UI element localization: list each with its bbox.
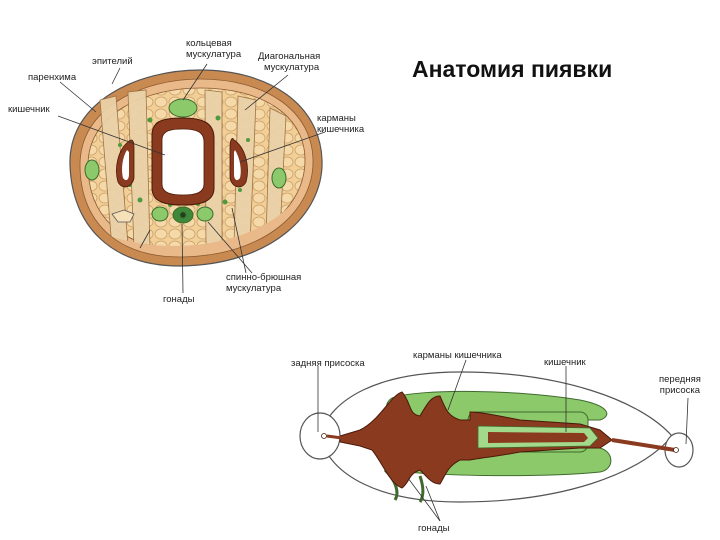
intestine-lumen (161, 128, 205, 196)
label-rear-sucker: задняя присоска (291, 358, 365, 369)
intestinal-pocket-right-lumen (234, 150, 241, 181)
label-body-gonads: гонады (418, 523, 450, 534)
green-vessels (84, 98, 287, 224)
body-intestine-core (488, 432, 588, 443)
label-dorsoventral-muscle: спинно-брюшная мускулатура (226, 272, 302, 294)
body-intestine (339, 391, 613, 489)
label-intestine: кишечник (8, 104, 50, 115)
intestinal-pocket-left-lumen (122, 150, 129, 181)
label-gut-pockets: карманы кишечника (413, 350, 502, 361)
label-body-intestine: кишечник (544, 357, 586, 368)
label-diagonal-muscle: Диагональная мускулатура (258, 51, 321, 73)
label-front-sucker: передняя присоска (659, 374, 701, 396)
gonad-sketch (111, 209, 135, 223)
label-ring-muscle: кольцевая мускулатура (186, 38, 242, 60)
leech-body-view (299, 359, 694, 522)
label-gonads: гонады (163, 294, 195, 305)
rear-tube (326, 434, 343, 440)
anus-opening (321, 433, 327, 439)
cross-section-leader-lines (57, 63, 326, 294)
label-epithelium: эпителий (92, 56, 133, 67)
label-intestinal-pockets: карманы кишечника (317, 113, 365, 135)
cross-section (57, 63, 326, 294)
mouth-opening (673, 447, 679, 453)
front-tube (611, 438, 676, 452)
page-title: Анатомия пиявки (412, 56, 613, 82)
body-view-leader-lines (317, 359, 689, 522)
label-parenchyma: паренхима (28, 72, 77, 83)
